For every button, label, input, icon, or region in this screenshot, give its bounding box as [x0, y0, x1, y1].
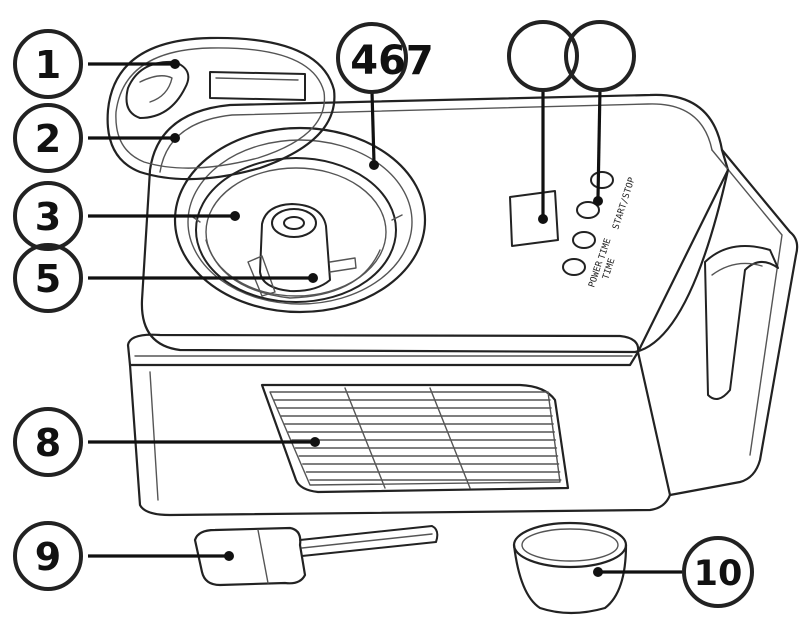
panel-button-4 — [562, 258, 586, 276]
mixing-paddle — [247, 203, 357, 297]
display-screen — [509, 190, 559, 247]
svg-text:9: 9 — [35, 535, 61, 579]
label-8: 8 — [13, 407, 83, 477]
machine-body — [126, 93, 799, 517]
lid-handle — [209, 71, 306, 101]
label-10: 10 — [682, 536, 754, 608]
freezing-bowl — [173, 126, 427, 314]
svg-text:467: 467 — [350, 38, 434, 84]
label-5: 5 — [13, 243, 83, 313]
air-vent-grille — [260, 383, 570, 494]
label-3: 3 — [13, 181, 83, 251]
svg-text:8: 8 — [35, 421, 61, 465]
label-2: 2 — [13, 103, 83, 173]
svg-text:3: 3 — [35, 195, 61, 239]
lid — [106, 36, 336, 181]
control-panel: START/STOP TIME POWER TIME — [509, 171, 638, 289]
label-467: 467 — [336, 22, 434, 94]
label-blank-right — [564, 20, 636, 92]
label-9: 9 — [13, 521, 83, 591]
svg-text:10: 10 — [694, 554, 743, 594]
panel-button-2 — [576, 201, 600, 219]
start-stop-label: START/STOP — [611, 176, 637, 231]
panel-button-3 — [572, 231, 596, 249]
svg-text:5: 5 — [35, 257, 61, 301]
svg-text:2: 2 — [35, 117, 61, 161]
scraper-spatula — [193, 525, 439, 587]
label-1: 1 — [13, 29, 83, 99]
svg-text:1: 1 — [35, 43, 61, 87]
panel-button-1 — [590, 171, 614, 189]
measuring-cup — [512, 521, 628, 615]
label-blank-left — [507, 20, 579, 92]
callout-lines — [88, 59, 682, 577]
time-label: TIME — [597, 237, 613, 261]
